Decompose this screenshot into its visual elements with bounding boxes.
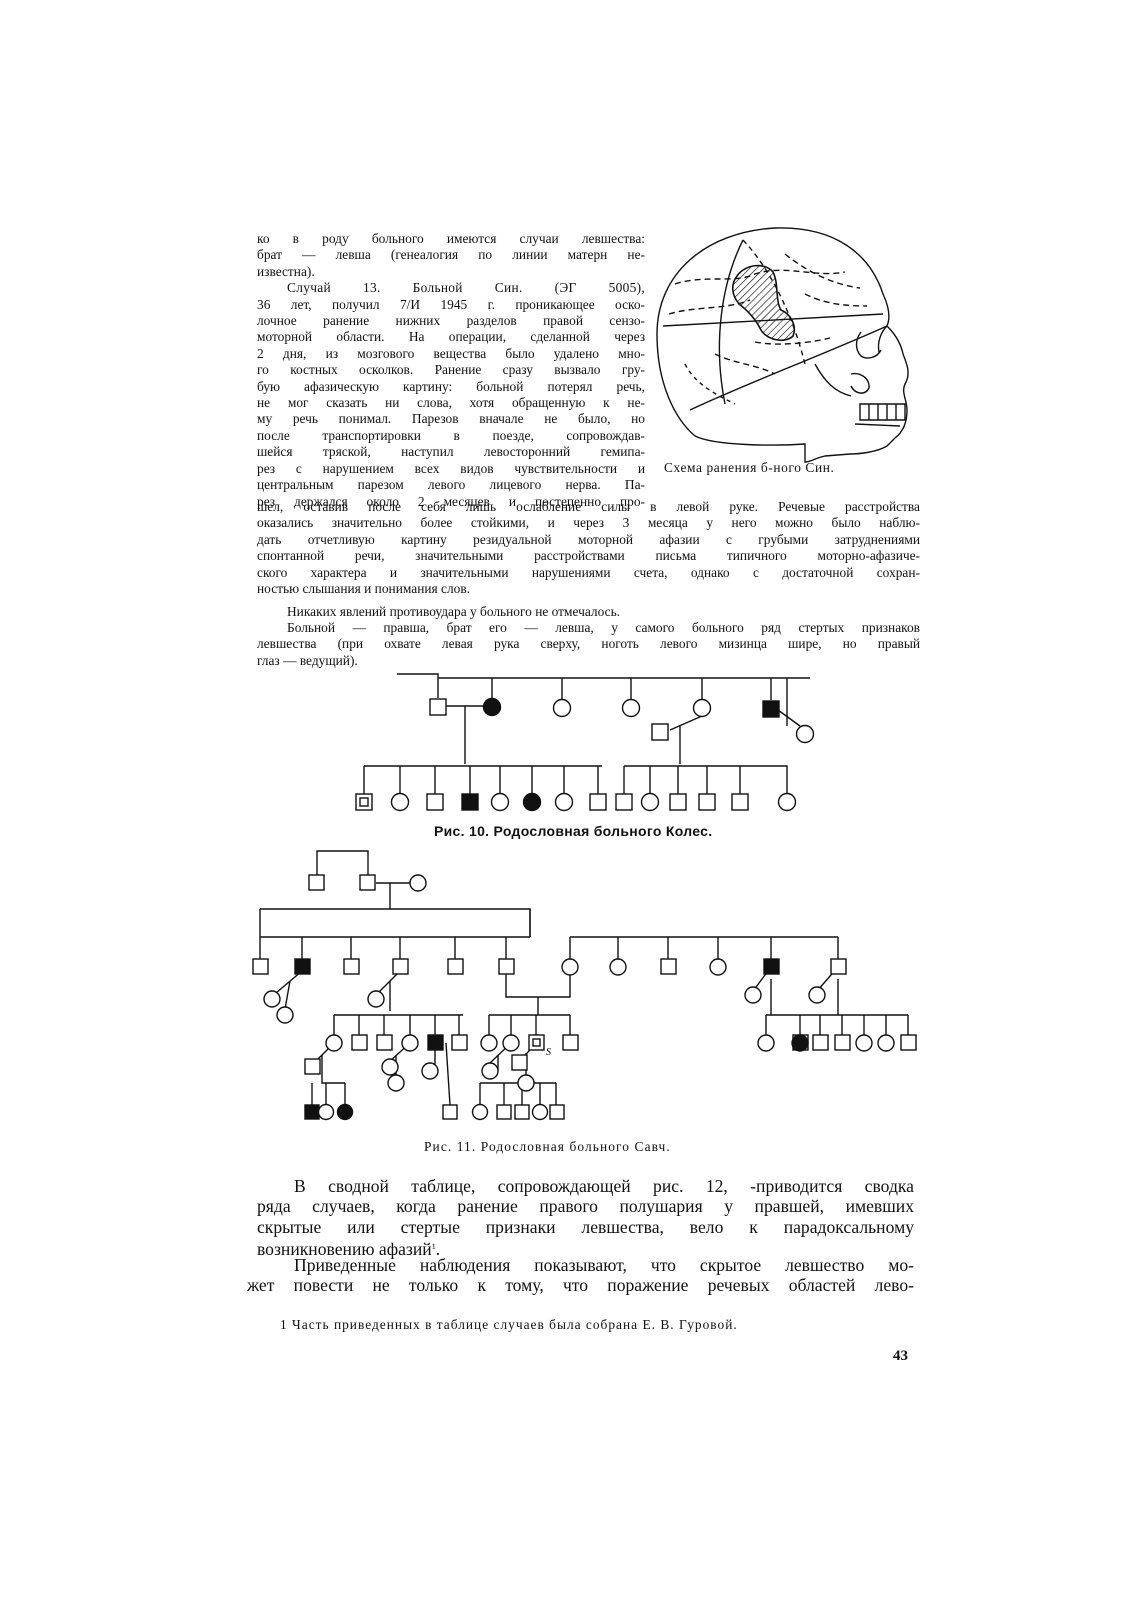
footnote-reference: 1	[431, 1241, 436, 1251]
text-line: му речь понимал. Парезов вначале не было…	[257, 411, 645, 427]
text-line: ряда случаев, когда ранение правого полу…	[257, 1196, 914, 1217]
text-line: спонтанной речи, значительными расстройс…	[257, 548, 920, 564]
text-line: центральным парезом левого лицевого нерв…	[257, 477, 645, 493]
skull-outline	[656, 227, 909, 463]
pedigree-square	[429, 698, 447, 716]
pedigree-square	[651, 723, 669, 741]
page-number: 43	[893, 1348, 908, 1364]
pedigree-circle-filled	[522, 792, 542, 812]
pedigree-circle-filled	[482, 697, 502, 717]
wound-area	[731, 264, 796, 342]
skull-wound-diagram	[656, 227, 909, 463]
figure-11-caption: Рис. 11. Родословная больного Савч.	[424, 1139, 671, 1154]
text-line: ностью слышания и понимания слов.	[257, 581, 471, 597]
text-line: 36 лет, получил 7/И 1945 г. проникающее …	[257, 296, 645, 312]
text-line: шел, оставив после себя лишь ослабление …	[257, 499, 920, 514]
pedigree-circle	[795, 724, 815, 744]
pedigree-circle	[692, 698, 712, 718]
text-line: ского характера и значительными нарушени…	[257, 564, 920, 580]
full-width-text: шел, оставив после себя лишь ослабление …	[257, 499, 920, 597]
text-line: Никаких явлений противоудара у больного …	[287, 604, 621, 619]
text-line: ко в роду больного имеются случаи левшес…	[257, 231, 645, 246]
case-heading-line: Случай 13. Больной Син. (ЭГ 5005),	[287, 280, 645, 296]
text-line: шейся тряской, наступил левосторонний ге…	[257, 444, 645, 460]
text-line: рез держался около 2 месяцев и постепенн…	[257, 493, 645, 509]
text-fragment: возникновению афазий	[257, 1238, 432, 1259]
pedigree-square-filled	[461, 793, 479, 811]
text-line: скрытые или стертые признаки левшества, …	[257, 1216, 914, 1237]
text-line: жет повести не только к тому, что пораже…	[247, 1275, 914, 1296]
text-line: оказались значительно более стойкими, и …	[257, 515, 920, 531]
text-line: возникновению афазий1.	[257, 1238, 441, 1259]
text-line: известна).	[257, 263, 315, 279]
text-line: В сводной таблице, сопровождающей рис. 1…	[294, 1176, 914, 1196]
footnote: 1 Часть приведенных в таблице случаев бы…	[280, 1317, 738, 1332]
text-line: 2 дня, из мозгового вещества было удален…	[257, 345, 645, 361]
pedigree-figure-10	[355, 673, 815, 812]
mark-s: S	[546, 1047, 551, 1058]
text-line: бую афазическую картину: больной потерял…	[257, 378, 645, 394]
pedigree-figure-11: S	[252, 850, 917, 1121]
text-line: го костных осколков. Ранение сразу вызва…	[257, 362, 645, 378]
pedigree-square-filled	[762, 700, 780, 718]
text-line: дать отчетливую картину резидуальной мот…	[257, 531, 920, 547]
text-line: не мог сказать ни слова, хотя обращенную…	[257, 395, 645, 411]
pedigree-circle	[621, 698, 641, 718]
text-line: лочное ранение нижних разделов правой се…	[257, 313, 645, 329]
paragraph-counter-blow: Никаких явлений противоудара у больного …	[257, 604, 920, 620]
diagonal-line	[689, 325, 888, 411]
text-line: Больной — правша, брат его — левша, у са…	[287, 620, 920, 635]
text-line: левшества (при охвате левая рука сверху,…	[257, 636, 920, 652]
left-column-text: ко в роду больного имеются случаи левшес…	[257, 231, 645, 510]
pedigree-circle	[552, 698, 572, 718]
paragraph-handedness: Больной — правша, брат его — левша, у са…	[257, 620, 920, 669]
teeth	[859, 403, 906, 421]
text-line: брат — левша (генеалогия по линии матерн…	[257, 247, 645, 263]
paragraph-summary-table: В сводной таблице, сопровождающей рис. 1…	[257, 1176, 914, 1259]
figure-10-caption: Рис. 10. Родословная больного Колес.	[434, 823, 713, 839]
text-line: глаз — ведущий).	[257, 652, 358, 668]
eye-socket	[855, 331, 882, 359]
text-line: после транспортировки в поезде, сопровож…	[257, 427, 645, 443]
paragraph-observations: Приведенные наблюдения показывают, что с…	[247, 1255, 914, 1296]
text-line: Приведенные наблюдения показывают, что с…	[294, 1255, 914, 1275]
skull-caption: Схема ранения б-ного Син.	[664, 460, 835, 475]
text-line: рез с нарушением всех видов чувствительн…	[257, 460, 645, 476]
text-line: моторной области. На операции, сделанной…	[257, 329, 645, 345]
